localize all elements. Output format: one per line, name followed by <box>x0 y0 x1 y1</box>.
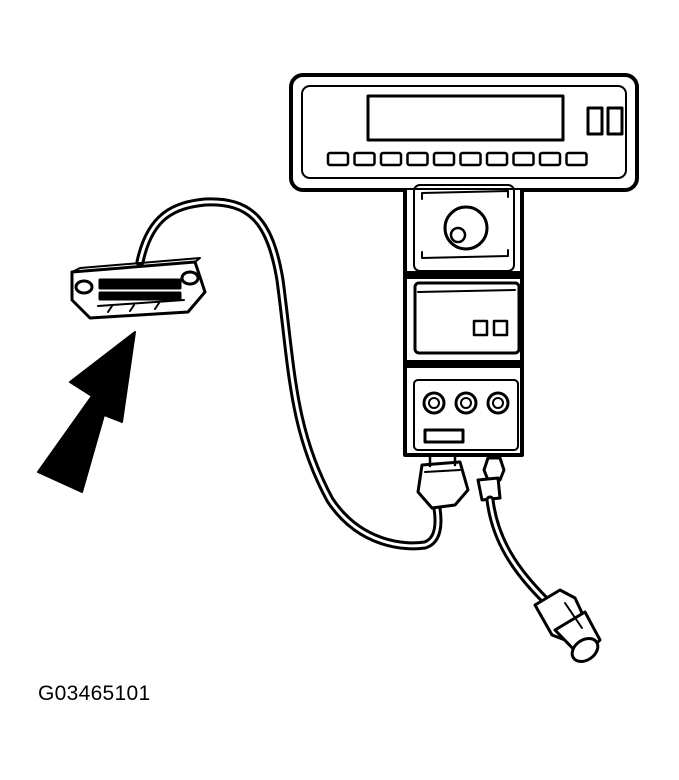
display-button <box>406 151 429 167</box>
pointer-arrow <box>37 331 136 493</box>
display-button <box>459 151 482 167</box>
mode-button-2 <box>606 106 624 136</box>
display-button <box>512 151 535 167</box>
mode-button-1 <box>586 106 604 136</box>
selector-knob <box>443 205 489 251</box>
dlc-connector <box>70 257 207 320</box>
display-button <box>538 151 562 167</box>
output-jack <box>422 391 446 415</box>
cigarette-lighter-plug <box>533 588 602 663</box>
power-cable <box>476 456 550 605</box>
cable-plug <box>416 453 470 510</box>
output-jack <box>486 391 510 415</box>
nameplate <box>423 428 465 444</box>
display-button-row <box>326 151 588 167</box>
scan-tool-head <box>289 73 639 192</box>
lcd-display <box>366 94 565 142</box>
display-button <box>485 151 509 167</box>
display-button <box>432 151 456 167</box>
output-jacks <box>422 391 510 415</box>
diagnostic-cable <box>135 197 443 551</box>
display-button <box>565 151 588 167</box>
scan-tool-body <box>403 184 524 457</box>
display-button <box>326 151 350 167</box>
secondary-display <box>413 281 521 355</box>
diagnostic-cable-core <box>138 200 440 548</box>
display-button <box>379 151 403 167</box>
figure-id-label: G03465101 <box>38 682 151 705</box>
output-jack <box>454 391 478 415</box>
display-button <box>353 151 376 167</box>
